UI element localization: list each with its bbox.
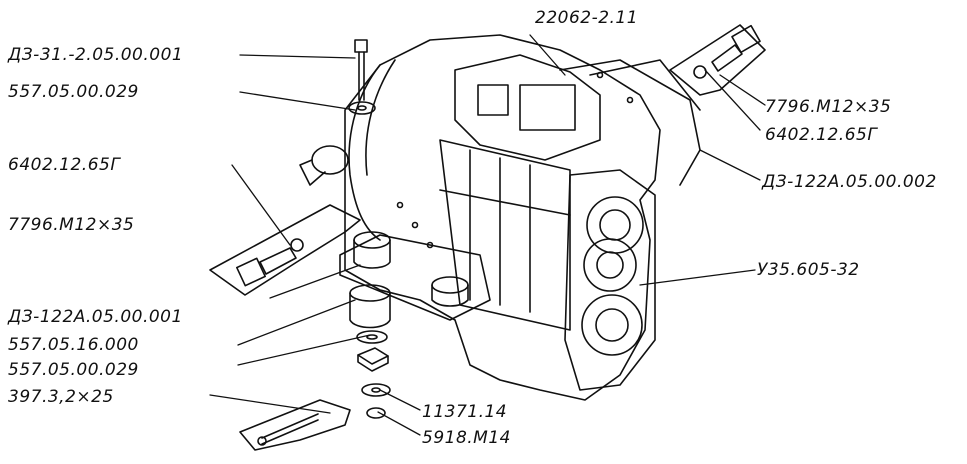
square-nut <box>357 347 389 372</box>
label-left-5: ДЗ-122А.05.00.001 <box>8 307 183 327</box>
label-left-1: ДЗ-31.-2.05.00.001 <box>8 45 184 65</box>
gearbox-housing <box>299 34 701 401</box>
label-left-7: 557.05.00.029 <box>8 360 139 380</box>
bottom-washer <box>361 383 391 397</box>
leader-lines <box>209 34 766 436</box>
label-left-3: 6402.12.65Г <box>8 155 121 175</box>
label-left-6: 557.05.16.000 <box>8 335 139 355</box>
left-bolt-callout <box>209 204 361 296</box>
right-bolt-callout <box>669 24 766 96</box>
label-left-4: 7796.М12×35 <box>8 215 135 235</box>
label-right-3: ДЗ-122А.05.00.002 <box>762 172 937 192</box>
bottom-pin-callout <box>239 399 351 451</box>
top-washer <box>348 101 376 115</box>
lower-washer <box>356 330 388 344</box>
rubber-mount <box>349 284 391 329</box>
label-bottom-2: 5918.М14 <box>422 428 511 448</box>
label-top-center: 22062-2.11 <box>535 8 639 28</box>
label-right-4: У35.605-32 <box>757 260 860 280</box>
label-left-2: 557.05.00.029 <box>8 82 139 102</box>
bottom-nut <box>366 407 386 419</box>
top-bolt <box>354 39 368 101</box>
label-bottom-1: 11371.14 <box>422 402 508 422</box>
label-right-1: 7796.М12×35 <box>765 97 892 117</box>
label-left-8: 397.3,2×25 <box>8 387 114 407</box>
label-right-2: 6402.12.65Г <box>765 125 878 145</box>
